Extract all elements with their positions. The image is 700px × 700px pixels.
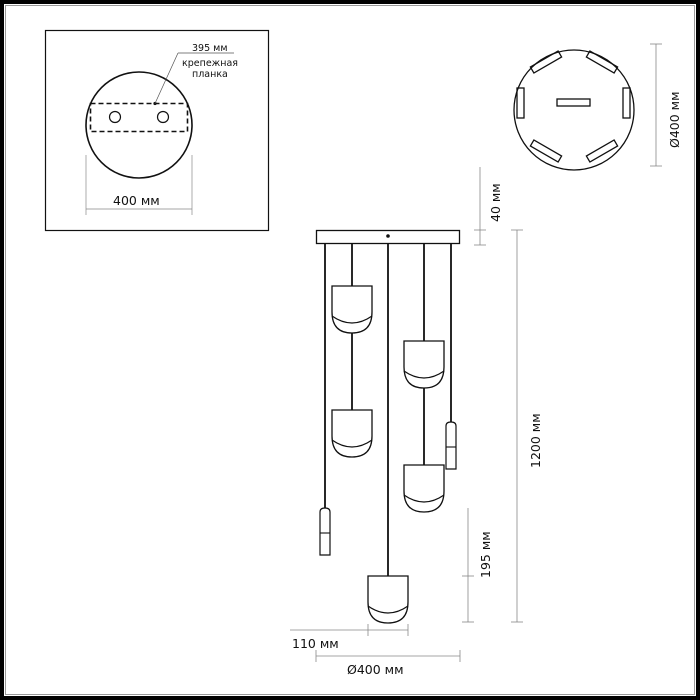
- pendant-shade-4: [403, 464, 445, 513]
- canopy-height-label: 40 мм: [488, 183, 503, 222]
- canopy-width-label: 400 мм: [113, 193, 160, 208]
- tube-lamp-right: [445, 421, 457, 470]
- bar-name-line1: крепежная: [182, 58, 238, 69]
- top-view: [513, 43, 662, 171]
- center-bar: [556, 98, 591, 107]
- dimension-lines: [290, 167, 523, 662]
- top-diameter-label: Ø400 мм: [667, 91, 682, 148]
- shade-height-label: 195 мм: [478, 531, 493, 578]
- mounting-hole-left: [108, 110, 122, 124]
- inset-box: [44, 29, 270, 232]
- pendant-shade-3: [403, 340, 445, 389]
- pendant-shade-5: [367, 575, 409, 624]
- leader-line: [154, 52, 179, 104]
- bar-length-label: 395 мм: [192, 43, 228, 54]
- canopy-circle: [85, 71, 193, 179]
- mounting-bar-dashed: [89, 102, 189, 133]
- suspension-cords: [324, 243, 452, 576]
- pendant-shade-2: [331, 409, 373, 458]
- shade-width-label: 110 мм: [292, 636, 339, 651]
- side-view: [290, 167, 523, 662]
- total-height-label: 1200 мм: [528, 413, 543, 468]
- mounting-plate-view: [44, 29, 270, 232]
- overall-diameter-label: Ø400 мм: [347, 662, 404, 677]
- tube-lamp-left: [319, 507, 331, 556]
- pendant-shade-1: [331, 285, 373, 334]
- top-view-circle: [513, 49, 635, 171]
- bar-name-line2: планка: [192, 69, 228, 80]
- mounting-hole-right: [156, 110, 170, 124]
